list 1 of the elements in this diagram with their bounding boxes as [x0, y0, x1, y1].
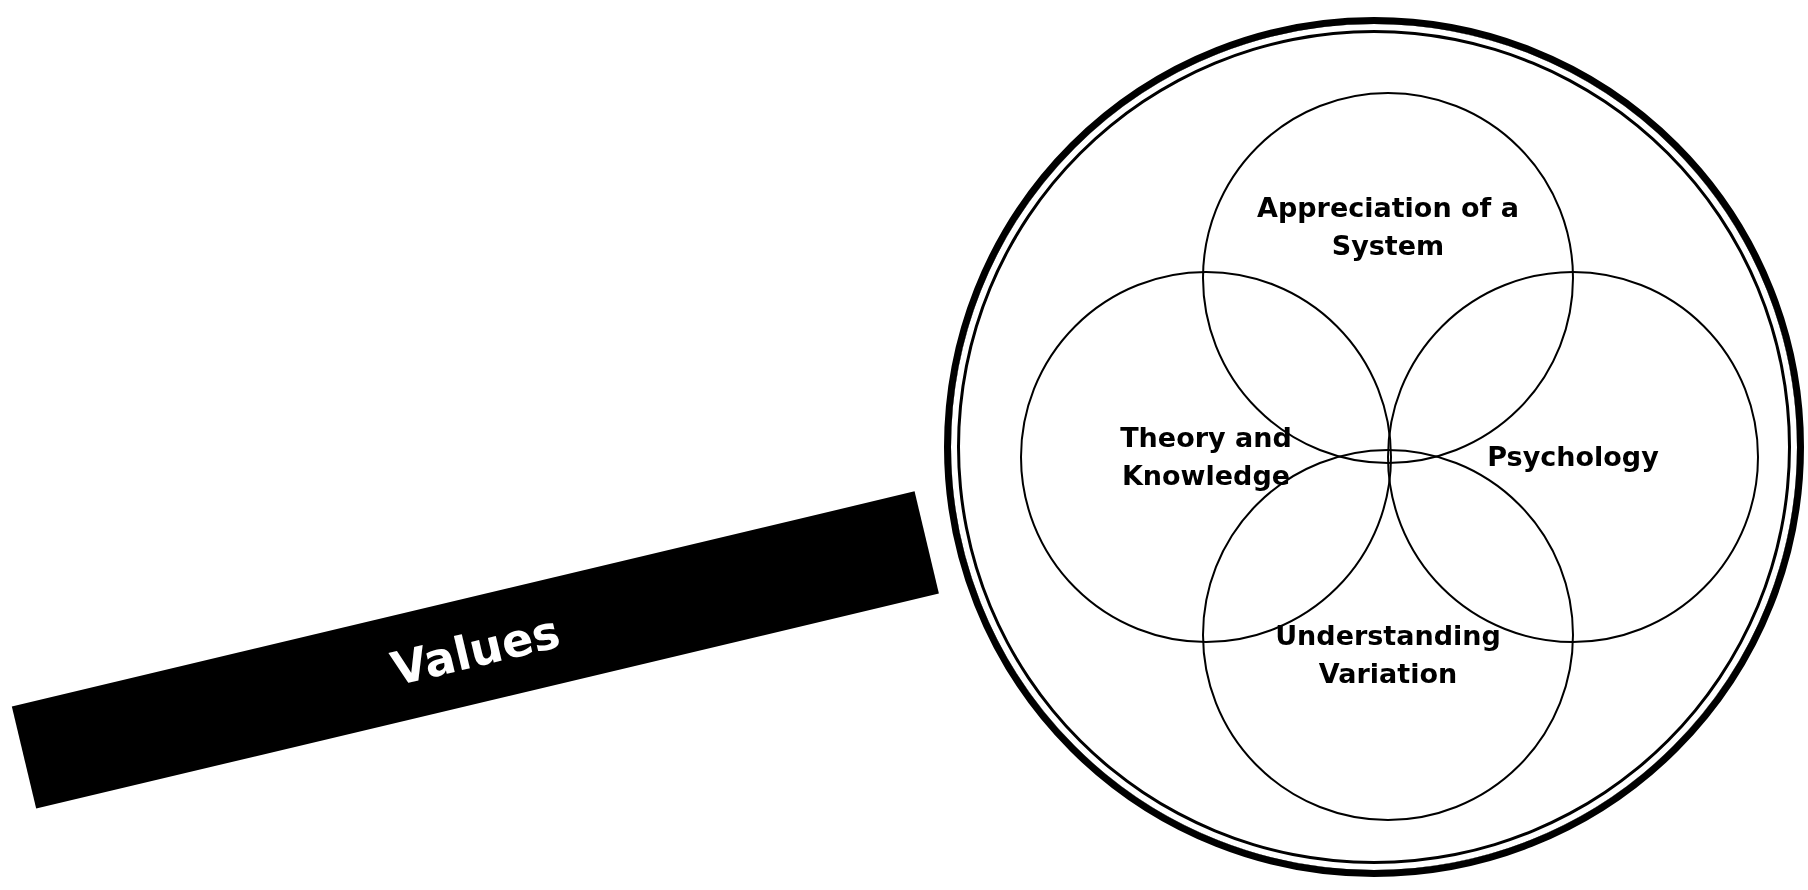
handle-bar: Values [11, 490, 939, 809]
